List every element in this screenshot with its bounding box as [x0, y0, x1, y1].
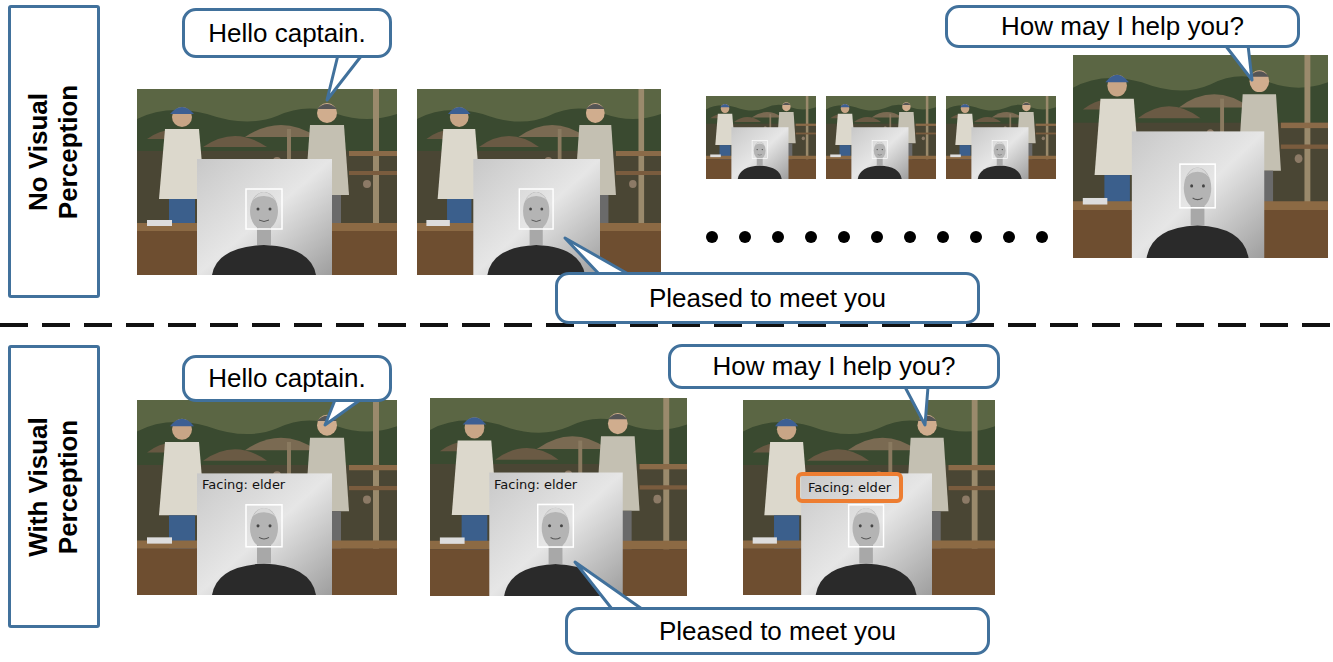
facing-label: Facing: elder — [202, 477, 285, 492]
row-label: With Visual Perception — [8, 345, 100, 628]
row-label: No Visual Perception — [8, 5, 100, 298]
row-label-text: With Visual Perception — [24, 387, 84, 587]
speech-text: Pleased to meet you — [649, 283, 886, 314]
speech-bubble: Hello captain. — [182, 8, 392, 58]
speech-text: Pleased to meet you — [659, 616, 896, 647]
speech-text: Hello captain. — [208, 363, 366, 394]
speech-bubble: How may I help you? — [668, 344, 1000, 389]
row-label-text: No Visual Perception — [24, 52, 84, 252]
facing-text: Facing: elder — [808, 480, 891, 495]
highlight-box: Facing: elder — [796, 472, 903, 503]
speech-text: How may I help you? — [713, 351, 956, 382]
speech-text: How may I help you? — [1001, 11, 1244, 42]
speech-bubble: Pleased to meet you — [555, 272, 980, 324]
speech-bubble: Pleased to meet you — [565, 607, 990, 655]
speech-bubble: Hello captain. — [182, 355, 392, 402]
speech-bubble: How may I help you? — [945, 5, 1300, 48]
speech-text: Hello captain. — [208, 18, 366, 49]
facing-label: Facing: elder — [494, 477, 577, 492]
